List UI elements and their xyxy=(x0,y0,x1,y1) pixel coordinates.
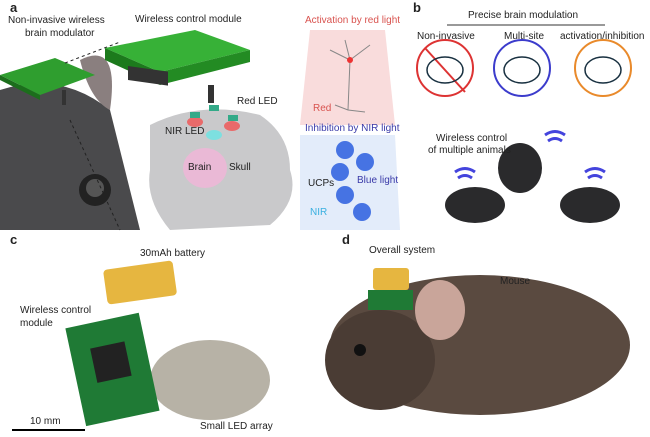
led-array xyxy=(187,105,240,140)
scale-label: 10 mm xyxy=(30,416,61,427)
nir-label: NIR xyxy=(310,207,328,218)
wireless-label-1: Wireless control xyxy=(436,133,508,144)
overall-system-label: Overall system xyxy=(369,245,436,256)
coin xyxy=(150,340,270,420)
panel-d-letter: d xyxy=(342,232,350,247)
modulator-label-2: brain modulator xyxy=(25,28,95,39)
multi-site-icon xyxy=(493,39,551,97)
item-multi-site: Multi-site xyxy=(504,31,545,42)
modulator-label-1: Non-invasive wireless xyxy=(8,15,105,26)
led-array-label: Small LED array xyxy=(200,421,273,432)
activation-panel xyxy=(300,30,395,125)
red-label: Red xyxy=(313,103,332,114)
inhibition-panel xyxy=(300,135,400,230)
nir-led-label: NIR LED xyxy=(165,126,205,137)
non-invasive-icon xyxy=(416,39,474,97)
panel-c-letter: c xyxy=(10,232,18,247)
activation-inhibition-icon xyxy=(574,39,632,97)
ucps-label: UCPs xyxy=(308,178,335,189)
skull-illustration xyxy=(149,109,293,230)
ucp-glow xyxy=(331,141,374,221)
panel-a-letter: a xyxy=(10,0,18,15)
brain-label: Brain xyxy=(188,162,212,173)
mouse-photo xyxy=(325,268,630,415)
module-label-c-1: Wireless control xyxy=(20,305,92,316)
mouse-head-illustration xyxy=(0,55,140,230)
battery xyxy=(103,260,177,305)
wifi-icons xyxy=(454,130,606,180)
mouse-label: Mouse xyxy=(500,276,531,287)
panel-b-letter: b xyxy=(413,0,421,15)
small-wireless-module xyxy=(0,58,95,105)
activation-label: Activation by red light xyxy=(305,15,401,26)
item-activation-inhibition: activation/inhibition xyxy=(560,31,645,42)
battery-label: 30mAh battery xyxy=(140,248,206,259)
wireless-control-module xyxy=(105,30,250,103)
module-label: Wireless control module xyxy=(135,14,242,25)
skull-label: Skull xyxy=(229,162,251,173)
red-led-label: Red LED xyxy=(237,96,278,107)
mice-b xyxy=(445,143,620,223)
inhibition-label: Inhibition by NIR light xyxy=(305,123,400,134)
module-label-c-2: module xyxy=(20,318,53,329)
wireless-label-2: of multiple animals xyxy=(428,145,511,156)
modulation-title: Precise brain modulation xyxy=(468,10,579,21)
item-non-invasive: Non-invasive xyxy=(417,31,475,42)
blue-light-label: Blue light xyxy=(357,175,399,186)
